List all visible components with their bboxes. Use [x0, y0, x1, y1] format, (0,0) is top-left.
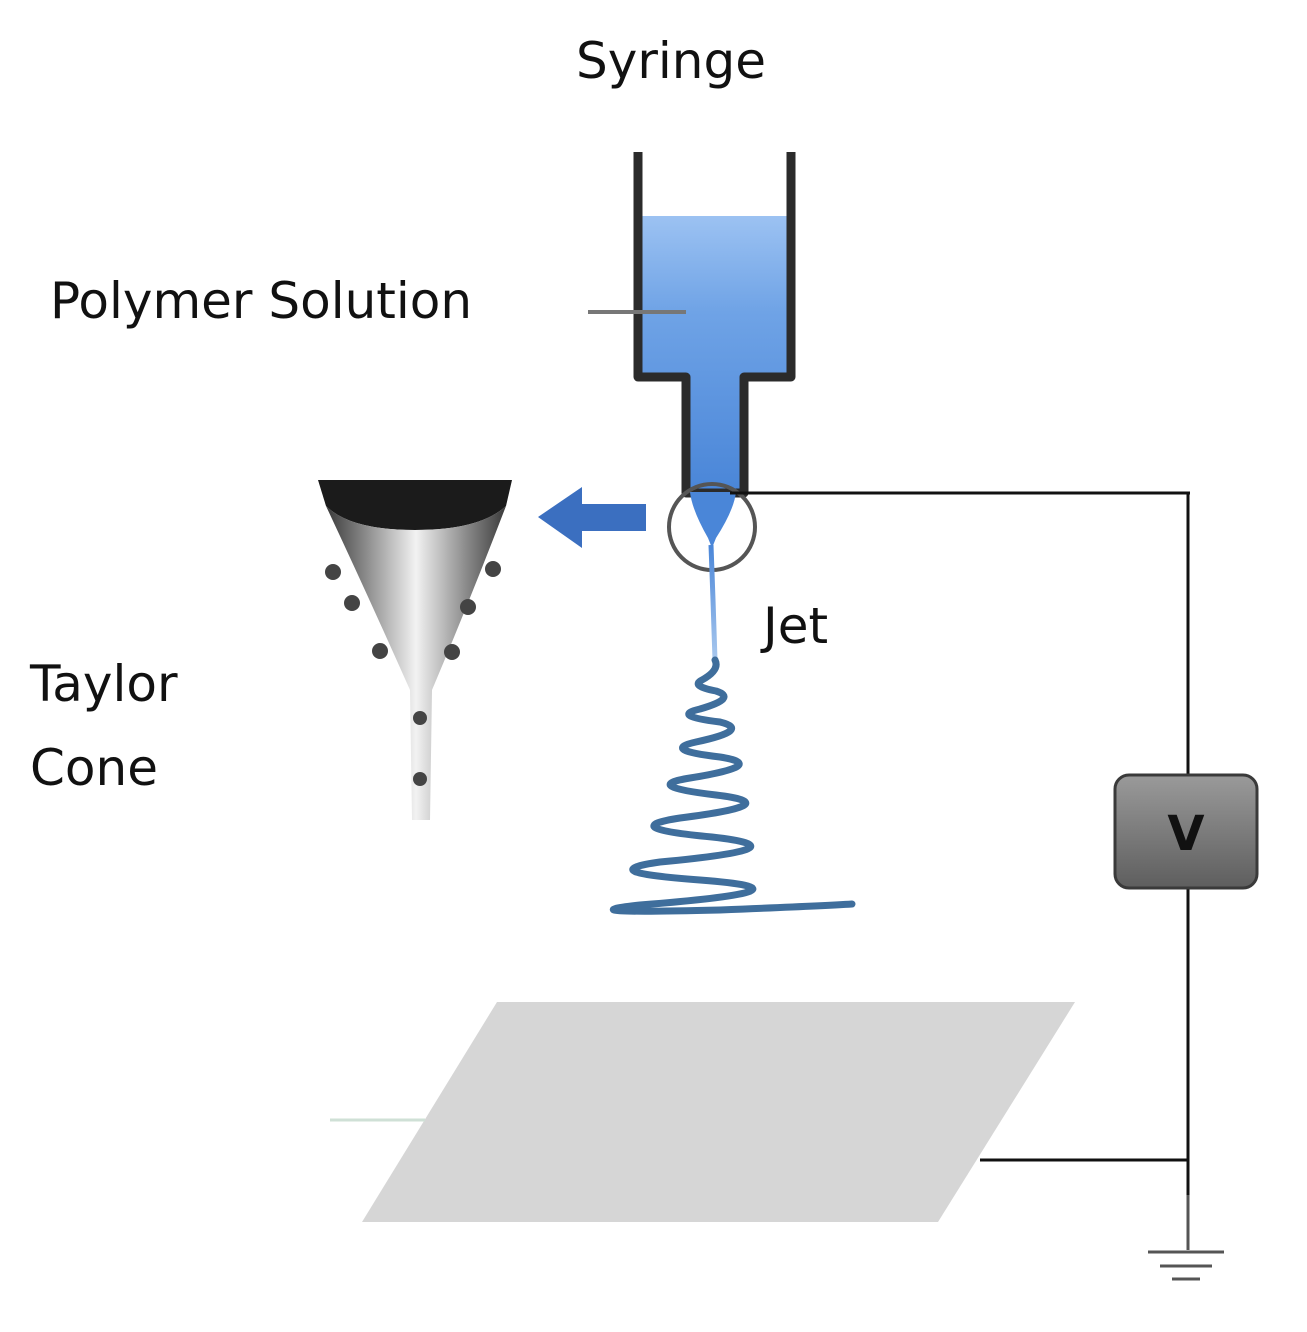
collector-plate: [362, 1002, 1075, 1222]
circuit-wires: [730, 491, 1190, 1195]
taylor-cone-cap: [318, 480, 512, 530]
droplet: [690, 492, 736, 548]
polymer-solution-fill: [642, 216, 788, 490]
whipping-spiral: [609, 656, 856, 915]
taylor-cone-body: [326, 506, 506, 820]
jet-label: Jet: [760, 597, 828, 655]
zoom-arrow: [538, 487, 646, 548]
syringe-label: Syringe: [576, 32, 766, 90]
charge-markers: [325, 561, 501, 786]
ground-icon: [1148, 1195, 1224, 1281]
polymer-solution-label: Polymer Solution: [50, 272, 472, 330]
syringe: [588, 152, 796, 498]
voltage-source: V: [1113, 773, 1259, 890]
taylor-cone-label-line2: Cone: [30, 739, 158, 797]
taylor-cone-inset: [318, 480, 512, 820]
voltage-label: V: [1167, 806, 1204, 862]
voltage-box: [1113, 773, 1259, 890]
jet-stream: [708, 544, 718, 661]
taylor-cone-label-line1: Taylor: [29, 655, 178, 713]
